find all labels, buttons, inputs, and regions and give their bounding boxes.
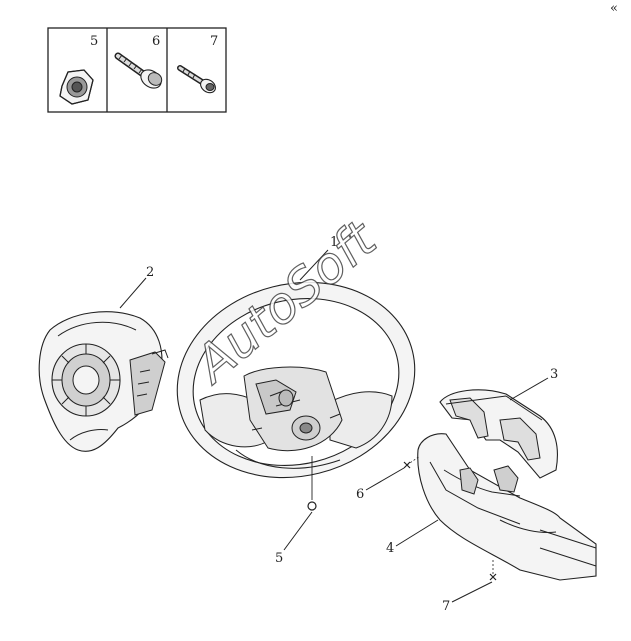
corner-mark: «: [610, 1, 618, 16]
upper-shroud: [439, 389, 558, 479]
screw-marker-7: [489, 560, 497, 581]
small-screw-icon: [177, 65, 216, 94]
legend-number-7: 7: [210, 34, 218, 49]
flanged-screw-icon: [114, 52, 163, 89]
legend-number-5: 5: [90, 34, 98, 49]
callout-2: 2: [146, 265, 154, 280]
legend-number-6: 6: [152, 34, 160, 49]
airbag-module: [38, 311, 169, 452]
callout-4: 4: [386, 541, 394, 556]
callout-3: 3: [550, 367, 558, 382]
steering-wheel: [176, 281, 416, 479]
leader-lines: [119, 249, 549, 603]
screw-marker-6: [403, 455, 421, 469]
callout-6: 6: [356, 487, 364, 502]
fastener-legend: 5 6 7: [47, 27, 227, 113]
lower-shroud: [417, 433, 597, 581]
callout-7: 7: [442, 599, 450, 614]
nut-part-5: [307, 456, 317, 511]
callout-5: 5: [275, 551, 283, 566]
callout-1: 1: [330, 235, 338, 250]
hex-nut-icon: [59, 69, 94, 105]
